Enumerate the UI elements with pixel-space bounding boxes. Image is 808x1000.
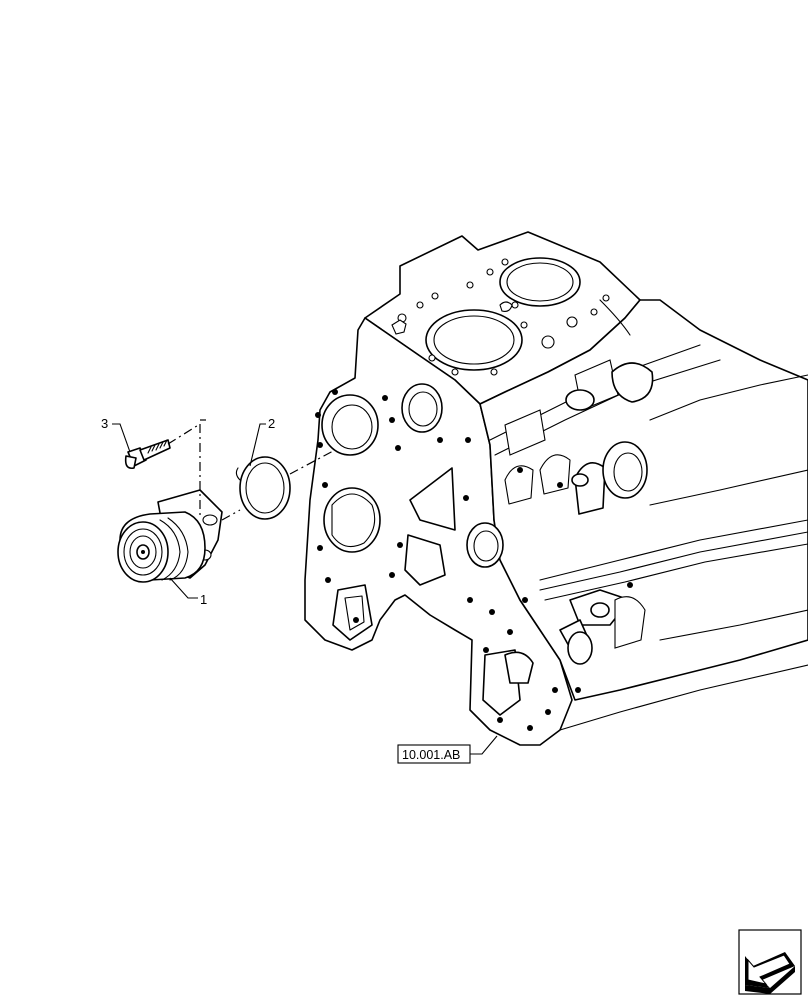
side-body-details: [489, 344, 808, 731]
deck-bolt-holes: [391, 258, 610, 376]
callout-label-1: 1: [200, 592, 207, 607]
callout-1: 1: [169, 577, 207, 607]
reference-box[interactable]: [397, 744, 471, 764]
reference-callout[interactable]: 10.001.AB: [397, 735, 498, 764]
front-plate-openings: [321, 383, 534, 716]
assembly-lines: [167, 419, 336, 521]
callout-label-2: 2: [268, 416, 275, 431]
engine-block: [304, 231, 808, 746]
callout-3: 3: [101, 416, 131, 453]
reference-label[interactable]: 10.001.AB: [402, 748, 460, 762]
water-pump: [117, 489, 223, 583]
callout-label-3: 3: [101, 416, 108, 431]
front-plate-bolts: [315, 389, 558, 731]
bolt: [124, 439, 171, 470]
gasket: [235, 456, 291, 520]
callout-2: 2: [249, 416, 275, 467]
arrow-icon[interactable]: [738, 929, 802, 995]
